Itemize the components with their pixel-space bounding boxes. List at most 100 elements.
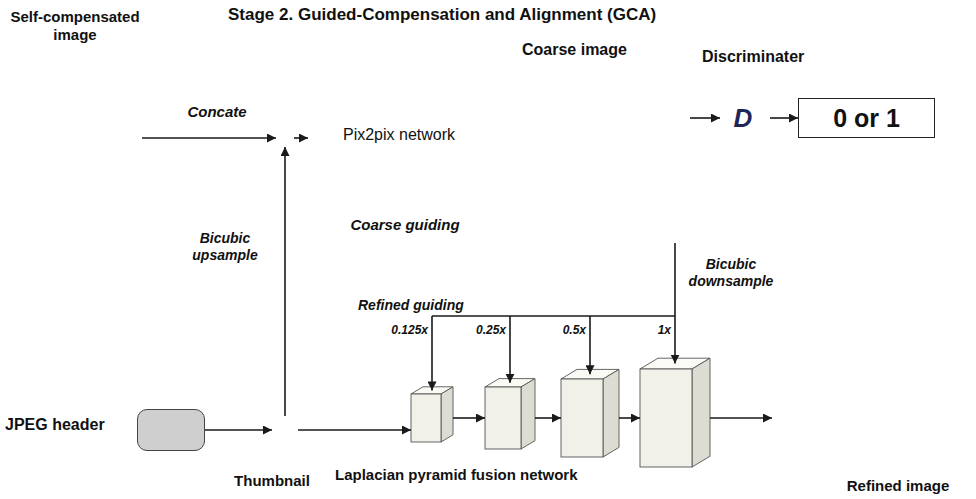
refined-image: Refined image — [772, 335, 935, 472]
tree — [610, 77, 652, 113]
car — [275, 430, 277, 432]
tree — [284, 419, 289, 425]
tree — [94, 67, 118, 105]
concat-operator: Concate — [276, 129, 294, 147]
cube-front — [561, 379, 603, 457]
region-shape — [320, 338, 760, 486]
guide-bus — [432, 315, 675, 317]
lane-mark — [87, 270, 100, 283]
fusion-network-shape — [320, 338, 760, 488]
concat-operator-shape — [276, 129, 294, 147]
building — [272, 416, 278, 433]
sky — [520, 62, 690, 255]
tree — [273, 416, 281, 423]
sky — [272, 416, 298, 444]
diagram-title: Stage 2. Guided-Compensation and Alignme… — [228, 5, 656, 25]
tree — [281, 420, 285, 427]
level-arrow — [535, 417, 561, 419]
text-holder: 1x — [611, 320, 671, 338]
car — [585, 166, 599, 178]
text-holder: Pix2pix network — [308, 125, 490, 145]
tree — [609, 75, 650, 105]
coarse-image-shape — [520, 62, 690, 255]
edge-label: Bicubic upsample — [175, 230, 275, 264]
lane-mark — [87, 243, 100, 256]
tree — [284, 420, 291, 426]
refined-image-shape — [772, 335, 935, 472]
tree — [818, 350, 846, 384]
tree — [71, 104, 98, 144]
lane-mark — [284, 441, 287, 442]
tree — [796, 380, 834, 401]
asterisk-stroke — [280, 137, 290, 138]
network-body — [308, 60, 490, 210]
discriminator-shape — [720, 78, 770, 158]
image-label: Self-compensated image — [2, 8, 148, 44]
block-symbol: D — [734, 103, 753, 133]
lane-mark — [597, 232, 619, 242]
image-label: Thumbnail — [234, 472, 310, 490]
pyramid-level — [485, 379, 535, 449]
car — [653, 159, 673, 173]
asterisk-stroke — [283, 134, 288, 143]
lane-mark — [87, 215, 100, 228]
tree — [48, 81, 71, 114]
image-frame — [42, 50, 142, 300]
car — [80, 185, 88, 200]
flow-arrow — [298, 429, 411, 431]
output-box: 0 or 1 — [798, 98, 935, 138]
network-outline — [308, 60, 490, 210]
tree — [846, 355, 892, 384]
tree — [858, 345, 899, 371]
tree — [95, 69, 120, 116]
cube-front — [640, 369, 692, 467]
cube-front — [485, 387, 521, 449]
tree — [47, 52, 78, 116]
input-label: JPEG header — [5, 415, 105, 434]
scale-label: 0.5x — [563, 324, 586, 337]
road — [42, 175, 142, 300]
tree — [520, 98, 573, 126]
building — [520, 62, 557, 178]
building — [902, 342, 935, 411]
car — [523, 159, 537, 171]
street-scene — [272, 416, 298, 444]
text-holder: 0.125x — [368, 320, 428, 338]
tree — [781, 336, 832, 371]
building — [293, 417, 298, 431]
tree — [529, 64, 582, 113]
scale-label: 0.25x — [476, 324, 506, 337]
discriminator-block: DiscriminaterD — [720, 78, 770, 158]
image-label: Refined image — [847, 477, 950, 495]
car — [71, 183, 79, 198]
image-frame — [772, 335, 935, 472]
street-scene — [772, 335, 935, 472]
tree — [78, 90, 95, 151]
tree — [597, 90, 645, 131]
road — [520, 159, 690, 256]
building — [42, 50, 64, 200]
tree — [82, 106, 100, 145]
pyramid-level — [561, 369, 619, 457]
car — [819, 408, 832, 416]
text-holder: Refined guiding — [358, 296, 488, 314]
pyramid-level — [640, 358, 710, 467]
tree — [831, 357, 859, 390]
block-label: Pix2pix network — [343, 125, 455, 145]
cube-side — [603, 369, 619, 457]
car — [282, 431, 284, 433]
block-caption: Coarse guiding — [350, 216, 459, 234]
tree — [820, 365, 864, 387]
tree — [845, 350, 875, 381]
lane-mark — [597, 211, 619, 221]
tree — [279, 419, 283, 426]
building — [656, 72, 690, 168]
text-holder: 0 or 1 — [799, 99, 934, 137]
tree — [284, 420, 289, 426]
car — [775, 404, 788, 412]
car — [539, 160, 553, 172]
tree — [42, 97, 73, 134]
text-holder: 0.25x — [446, 320, 506, 338]
tree — [282, 422, 287, 426]
concat-circle — [277, 130, 293, 146]
